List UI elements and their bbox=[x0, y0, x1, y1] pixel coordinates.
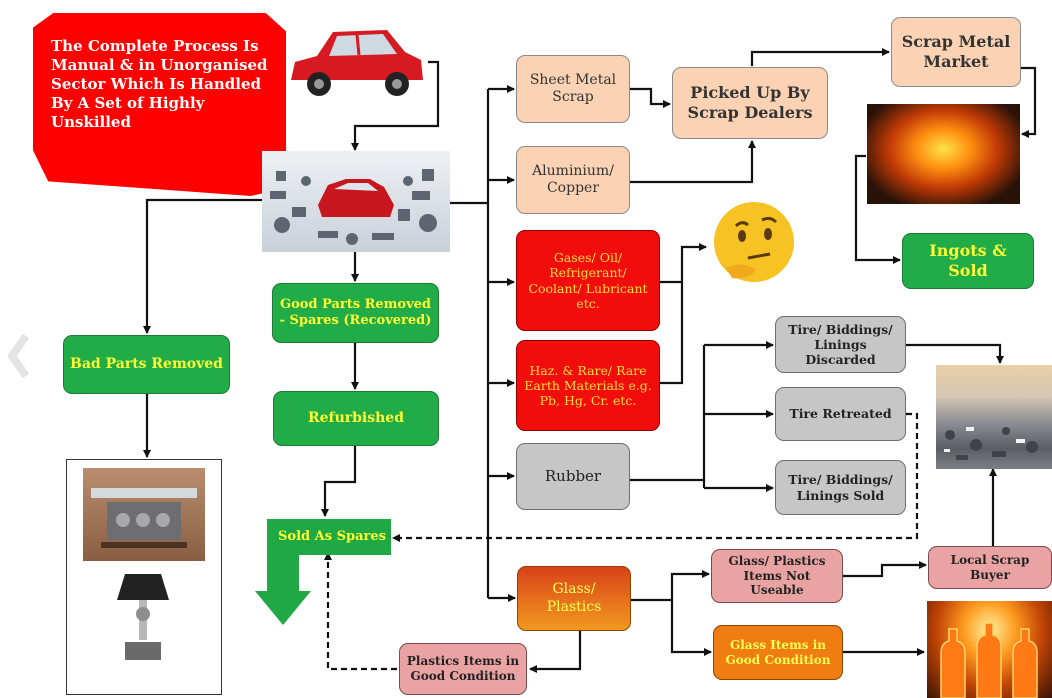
thinking-face-emoji bbox=[708, 198, 800, 290]
node-scrap-market: Scrap Metal Market bbox=[891, 17, 1021, 87]
node-tire-retreated: Tire Retreated bbox=[775, 387, 906, 441]
dashed-retreated-to-sold bbox=[392, 412, 919, 542]
piston-lamp-image bbox=[111, 570, 175, 666]
arrow-glass-to-not-useable bbox=[631, 570, 710, 602]
sold-as-spares-label: Sold As Spares bbox=[278, 529, 386, 544]
scrap-landfill-image bbox=[936, 365, 1052, 469]
trunk-line bbox=[450, 89, 490, 205]
line-hazardous-to-thinking bbox=[660, 282, 684, 385]
node-good-parts: Good Parts Removed - Spares (Recovered) bbox=[272, 283, 439, 343]
arrow-gases-to-thinking bbox=[660, 243, 707, 284]
arrow-sheet-to-picked bbox=[630, 87, 671, 108]
arrow-glass-to-plastics-good bbox=[529, 631, 582, 673]
node-glass-good: Glass Items in Good Condition bbox=[713, 625, 843, 680]
node-tire-discarded: Tire/ Biddings/ Linings Discarded bbox=[775, 316, 906, 373]
node-local-scrap: Local Scrap Buyer bbox=[928, 546, 1052, 589]
car-parts-image bbox=[262, 151, 450, 252]
node-plastics-good: Plastics Items in Good Condition bbox=[399, 643, 527, 695]
sold-as-spares-arrow: Sold As Spares bbox=[255, 519, 391, 625]
red-car-image bbox=[283, 22, 429, 106]
arrow-market-to-molten bbox=[1021, 66, 1037, 138]
node-bad-parts: Bad Parts Removed bbox=[63, 335, 230, 394]
arrow-car-to-parts bbox=[351, 60, 440, 151]
arrow-parts-to-bad bbox=[143, 198, 262, 334]
node-sheet-metal: Sheet Metal Scrap bbox=[516, 55, 630, 123]
dashed-plastics-to-sold bbox=[324, 552, 397, 671]
reuse-items-frame bbox=[66, 459, 222, 695]
node-refurbished: Refurbished bbox=[273, 391, 439, 446]
arrow-aluminium-to-picked bbox=[630, 140, 756, 184]
node-tire-sold: Tire/ Biddings/ Linings Sold bbox=[775, 460, 906, 515]
arrow-discarded-to-landfill bbox=[906, 343, 1004, 364]
glass-bottles-furnace-image bbox=[927, 601, 1052, 698]
arrow-refurbished-to-sold bbox=[321, 446, 357, 517]
chevron-left-icon bbox=[7, 332, 30, 380]
title-text: The Complete Process Is Manual & in Unor… bbox=[51, 37, 268, 132]
arrow-glass-to-good-glass bbox=[670, 600, 712, 656]
engine-table-furniture-image bbox=[83, 468, 205, 561]
node-hazardous: Haz. & Rare/ Rare Earth Materials e.g. P… bbox=[516, 340, 660, 431]
node-glass-not-useable: Glass/ Plastics Items Not Useable bbox=[711, 549, 843, 603]
node-glass-plastics: Glass/ Plastics bbox=[517, 566, 631, 631]
node-aluminium: Aluminium/ Copper bbox=[516, 146, 630, 214]
arrow-molten-to-ingots bbox=[854, 154, 901, 264]
node-picked-up: Picked Up By Scrap Dealers bbox=[672, 67, 828, 139]
molten-metal-image bbox=[867, 104, 1020, 204]
node-rubber: Rubber bbox=[516, 443, 630, 510]
arrow-not-useable-to-local bbox=[843, 561, 927, 578]
node-ingots: Ingots & Sold bbox=[902, 233, 1034, 289]
arrow-picked-to-market bbox=[750, 48, 890, 66]
title-callout: The Complete Process Is Manual & in Unor… bbox=[33, 13, 286, 196]
node-gases: Gases/ Oil/ Refrigerant/ Coolant/ Lubric… bbox=[516, 230, 660, 331]
